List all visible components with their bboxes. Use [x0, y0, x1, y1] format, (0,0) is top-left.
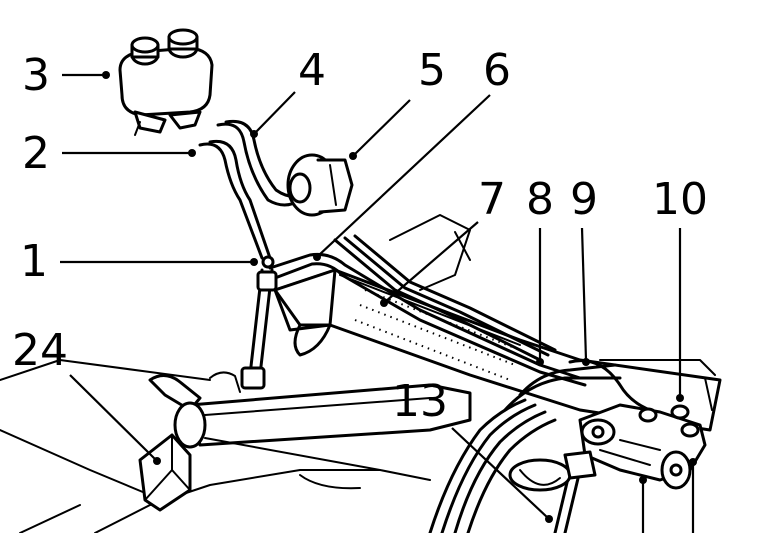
- callout-7: 7: [478, 174, 506, 225]
- leader-7-dot: [380, 299, 388, 307]
- callout-labels: 3 4 5 6 2 7 8 9 10 1 24 13: [12, 45, 708, 427]
- leader-9-dot: [582, 358, 590, 366]
- callout-5: 5: [418, 45, 446, 96]
- diagram-artwork: [0, 28, 722, 533]
- leader-24: [69, 374, 157, 461]
- callout-2: 2: [22, 128, 50, 179]
- leader-5-dot: [349, 152, 357, 160]
- leader-bottom-a-dot: [639, 476, 647, 484]
- leader-1-dot: [250, 258, 258, 266]
- floor-panel: [0, 359, 431, 533]
- leader-3-dot: [102, 71, 110, 79]
- callout-8: 8: [526, 174, 554, 225]
- leader-6: [317, 94, 491, 257]
- lower-crossmember: [173, 383, 472, 490]
- leader-9: [580, 227, 588, 361]
- leader-24-dot: [153, 457, 161, 465]
- brake-fluid-reservoir: [118, 28, 214, 136]
- main-crossmember: [273, 214, 722, 432]
- leader-13: [451, 427, 549, 519]
- leader-4: [254, 91, 296, 134]
- leader-6-dot: [313, 253, 321, 261]
- pipe-strut: [240, 255, 278, 390]
- leader-13-dot: [545, 515, 553, 523]
- leader-bottom-b-dot: [689, 458, 697, 466]
- callout-4: 4: [298, 45, 326, 96]
- callout-3: 3: [22, 50, 50, 101]
- callout-1: 1: [20, 236, 48, 287]
- callout-13: 13: [392, 376, 448, 427]
- callout-10: 10: [652, 174, 708, 225]
- callout-9: 9: [570, 174, 598, 225]
- leader-8-dot: [536, 358, 544, 366]
- callout-6: 6: [483, 45, 511, 96]
- leader-7: [384, 221, 479, 303]
- pipe-bundle-13: [428, 398, 582, 533]
- leader-lines: [60, 71, 697, 533]
- leader-4-dot: [250, 130, 258, 138]
- booster-clamp: [286, 153, 354, 217]
- leader-5: [353, 99, 411, 156]
- leader-10-dot: [676, 394, 684, 402]
- bracket-24: [138, 433, 192, 512]
- leader-2-dot: [188, 149, 196, 157]
- callout-24: 24: [12, 325, 68, 376]
- valve-assembly: [563, 403, 707, 490]
